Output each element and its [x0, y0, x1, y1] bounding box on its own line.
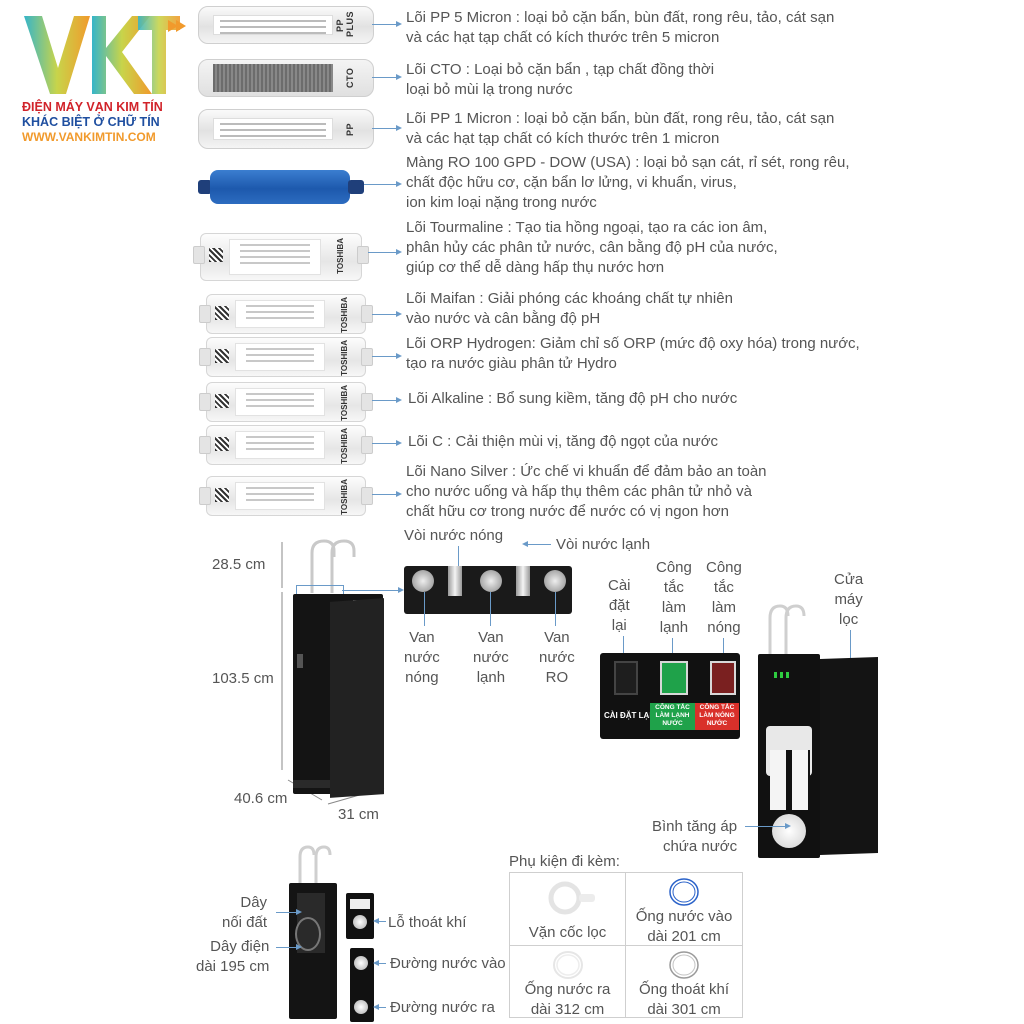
main-faucets: [310, 539, 356, 593]
filter-pp1-desc: Lõi PP 1 Micron : loại bỏ cặn bẩn, bùn đ…: [406, 110, 835, 147]
filter-orp-part-label: TOSHIBA: [340, 340, 349, 376]
hot-tap-fitting: [448, 566, 462, 596]
filter-pp5-part-label: PP PLUS: [335, 10, 355, 37]
brand-website[interactable]: WWW.VANKIMTIN.COM: [22, 130, 156, 144]
reset-label: CÀI ĐẶT LẠI: [604, 711, 652, 720]
filter-pp1-image: PP: [198, 109, 374, 149]
accessories-title: Phụ kiện đi kèm:: [509, 853, 620, 870]
dim-depth: 40.6 cm: [234, 790, 288, 807]
filter-c-part-label: TOSHIBA: [340, 428, 349, 464]
filter-maifan-image: TOSHIBA: [199, 294, 373, 334]
accessory-filter-wrench: Vặn cốc lọc: [510, 873, 625, 945]
interior-ro-housings: [770, 750, 810, 810]
vkt-logo-mark: [24, 16, 186, 94]
cold-tap-fitting: [516, 566, 530, 596]
filter-wrench-label: Vặn cốc lọc: [528, 924, 607, 941]
filter-cto-desc: Lõi CTO : Loại bỏ cặn bẩn , tạp chất đồn…: [406, 61, 715, 98]
air-vent-port: [346, 893, 374, 939]
filter-tourmaline-desc: Lõi Tourmaline : Tạo tia hồng ngoại, tạo…: [406, 219, 778, 276]
filter-maifan-desc: Lõi Maifan : Giải phóng các khoáng chất …: [406, 290, 733, 327]
filter-ro-membrane-image: [198, 168, 364, 206]
filter-wrench-icon: [548, 881, 595, 915]
filter-nano-silver-part-label: TOSHIBA: [340, 479, 349, 515]
outlet-hose-icon: [553, 951, 583, 979]
filter-pp1-part-label: PP: [345, 122, 355, 136]
filter-nano-silver-desc: Lõi Nano Silver : Ức chế vi khuẩn để đảm…: [406, 463, 767, 520]
brand-slogan: KHÁC BIỆT Ở CHỮ TÍN: [22, 115, 160, 129]
filter-c-image: TOSHIBA: [199, 425, 373, 465]
air-vent-label: Lỗ thoát khí: [388, 914, 467, 931]
faucet-panel: [404, 566, 572, 614]
water-ports: [350, 948, 374, 1022]
filter-tourmaline-image: TOSHIBA: [193, 233, 369, 281]
filter-alkaline-part-label: TOSHIBA: [340, 385, 349, 421]
inlet-hose-icon: [669, 878, 699, 906]
filter-pp5-image: PP PLUS: [198, 6, 374, 44]
filter-cto-part-label: CTO: [345, 67, 355, 89]
vent-hose-icon: [669, 951, 699, 979]
hot-valve-knob: [412, 570, 434, 592]
filter-orp-image: TOSHIBA: [199, 337, 373, 377]
back-faucets: [298, 845, 332, 883]
water-out-label: Đường nước ra: [390, 999, 495, 1016]
filter-maifan-part-label: TOSHIBA: [340, 297, 349, 333]
dim-body-height: 103.5 cm: [212, 670, 274, 687]
dim-tap-height: 28.5 cm: [212, 556, 266, 573]
filter-alkaline-desc: Lõi Alkaline : Bổ sung kiềm, tăng độ pH …: [408, 390, 738, 407]
ro-valve-knob: [544, 570, 566, 592]
interior-faucets: [768, 604, 806, 658]
filter-c-desc: Lõi C : Cải thiện mùi vị, tăng độ ngọt c…: [408, 433, 719, 450]
filter-orp-desc: Lõi ORP Hydrogen: Giảm chỉ số ORP (mức đ…: [406, 335, 860, 372]
hot-tap-label: Vòi nước nóng: [404, 527, 504, 544]
cold-tap-label: Vòi nước lạnh: [556, 536, 651, 553]
main-cabinet-side: [330, 598, 384, 798]
interior-pressure-tank: [772, 814, 806, 848]
interior-door: [820, 656, 878, 856]
filter-tourmaline-part-label: TOSHIBA: [336, 238, 345, 274]
reset-switch[interactable]: [614, 661, 638, 695]
cold-valve-knob: [480, 570, 502, 592]
filter-ro-desc: Màng RO 100 GPD - DOW (USA) : loại bỏ sạ…: [406, 154, 850, 211]
water-in-label: Đường nước vào: [390, 955, 506, 972]
filter-pp5-desc: Lõi PP 5 Micron : loại bỏ cặn bẩn, bùn đ…: [406, 9, 835, 46]
hot-switch[interactable]: [710, 661, 736, 695]
back-cabinet: [289, 883, 337, 1019]
brand-name: ĐIỆN MÁY VẠN KIM TÍN: [22, 100, 163, 114]
filter-nano-silver-image: TOSHIBA: [199, 476, 373, 516]
cold-switch[interactable]: [660, 661, 688, 695]
brand-logo: ĐIỆN MÁY VẠN KIM TÍN KHÁC BIỆT Ở CHỮ TÍN…: [20, 10, 190, 150]
filter-alkaline-image: TOSHIBA: [199, 382, 373, 422]
filter-cto-image: CTO: [198, 59, 374, 97]
dim-width: 31 cm: [338, 806, 379, 823]
